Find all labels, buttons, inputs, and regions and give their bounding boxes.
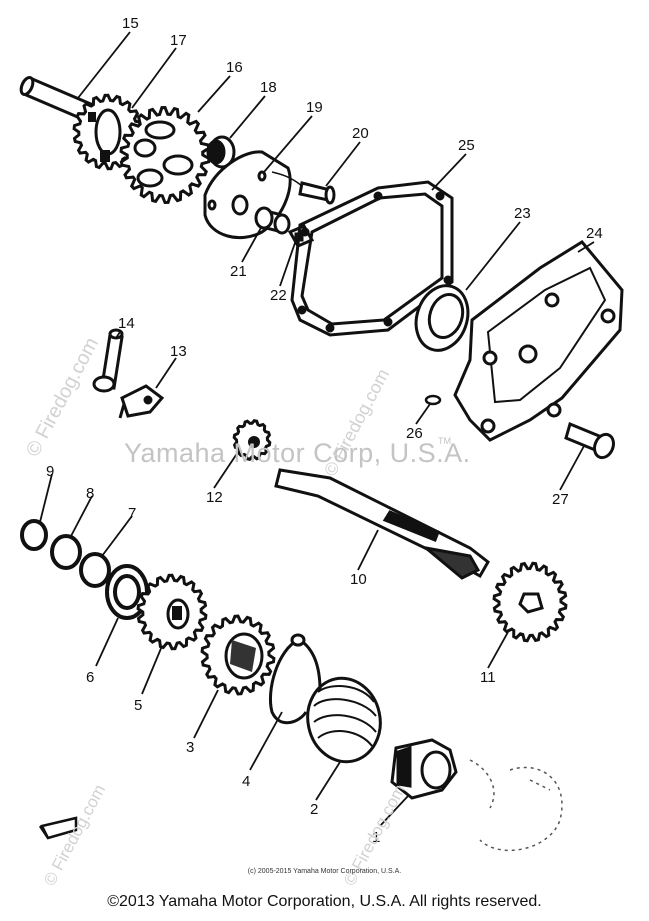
label-19: 19 — [306, 99, 323, 116]
label-25: 25 — [458, 137, 475, 154]
label-11: 11 — [480, 669, 496, 686]
label-15: 15 — [122, 15, 139, 32]
faint-dashed-parts — [469, 759, 563, 852]
label-13: 13 — [170, 343, 187, 360]
label-27: 27 — [552, 491, 569, 508]
label-18: 18 — [260, 79, 277, 96]
label-7: 7 — [128, 505, 136, 522]
part-9-circlip — [20, 519, 48, 551]
part-13-stopper — [118, 384, 165, 419]
label-1: 1 — [372, 829, 380, 846]
part-18-collar — [206, 135, 236, 169]
label-26: 26 — [406, 425, 423, 442]
part-27-bolt — [564, 421, 615, 460]
arrow-icon — [38, 816, 78, 840]
label-22: 22 — [270, 287, 287, 304]
part-24-cover — [453, 240, 624, 442]
diagram-copyright: (c) 2005-2015 Yamaha Motor Corporation, … — [247, 868, 402, 875]
label-21: 21 — [230, 263, 247, 280]
part-7-washer — [79, 552, 111, 588]
label-2: 2 — [310, 801, 318, 818]
part-12-gear — [232, 419, 272, 461]
footer-copyright: ©2013 Yamaha Motor Corporation, U.S.A. A… — [107, 893, 542, 910]
label-9: 9 — [46, 463, 54, 480]
part-14-pin — [92, 328, 124, 393]
part-1-ratchet — [390, 738, 458, 800]
part-21-collar — [254, 206, 291, 235]
part-10-shaft — [274, 468, 490, 580]
leader-lines — [39, 31, 595, 827]
part-23-oil-seal — [414, 284, 470, 352]
label-20: 20 — [352, 125, 369, 142]
part-8-circlip — [50, 534, 82, 570]
trademark-mark: TM — [438, 436, 451, 446]
part-3-gear — [200, 614, 276, 696]
label-16: 16 — [226, 59, 243, 76]
part-20-bolt — [271, 171, 336, 205]
label-3: 3 — [186, 739, 194, 756]
label-8: 8 — [86, 485, 94, 502]
label-6: 6 — [86, 669, 94, 686]
part-6-washer — [105, 564, 149, 620]
label-10: 10 — [350, 571, 367, 588]
label-14: 14 — [118, 315, 135, 332]
label-5: 5 — [134, 697, 142, 714]
label-4: 4 — [242, 773, 250, 790]
part-2-spring — [306, 676, 382, 764]
part-number-labels: 15 17 16 18 19 20 25 23 24 21 22 14 13 2… — [46, 15, 603, 846]
part-26-dowel — [424, 394, 442, 406]
label-24: 24 — [586, 225, 603, 242]
part-4-spring-clip — [268, 633, 322, 725]
label-23: 23 — [514, 205, 531, 222]
part-11-gear — [492, 561, 568, 643]
label-12: 12 — [206, 489, 223, 506]
label-17: 17 — [170, 32, 187, 49]
part-16-gear — [119, 105, 211, 205]
part-5-gear — [136, 573, 208, 651]
yamaha-watermark: Yamaha Motor Corp, U.S.A. — [124, 438, 471, 468]
